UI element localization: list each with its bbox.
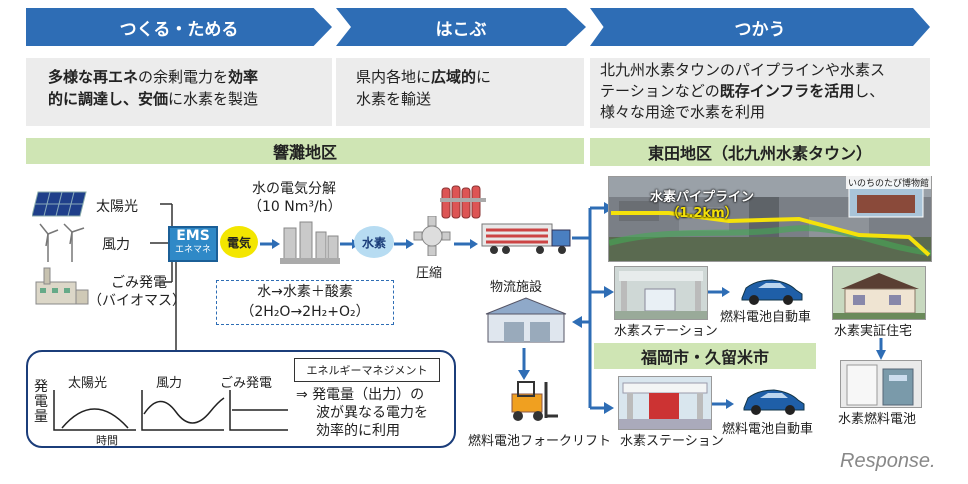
warehouse-icon	[484, 296, 568, 344]
waste-plant-icon	[34, 266, 90, 306]
ems-bottom: エネマネ	[174, 245, 211, 255]
pipeline-label: 水素パイプライン （1.2km）	[650, 190, 755, 221]
fukuoka-station-label: 水素ステーション	[620, 434, 724, 449]
area-fukuoka: 福岡市・久留米市	[594, 343, 816, 369]
h2-station-photo	[614, 266, 708, 320]
stage-make-label: つくる・ためる	[119, 19, 239, 40]
demo-house-label: 水素実証住宅	[834, 324, 913, 339]
museum-label: いのちのたび博物館	[846, 176, 932, 189]
demo-house-photo	[832, 266, 926, 320]
source-wind: 風力	[102, 237, 130, 253]
fuelcell-photo	[840, 360, 922, 408]
forklift-label: 燃料電池フォークリフト	[468, 434, 612, 449]
source-solar: 太陽光	[96, 199, 138, 215]
reaction-box: 水→水素＋酸素 （2H₂O→2H₂+O₂）	[216, 280, 394, 325]
stage-carry: はこぶ	[336, 8, 586, 46]
stage-use-label: つかう	[734, 19, 786, 40]
arrow-4	[454, 236, 478, 255]
watermark-logo: Response.	[840, 450, 936, 472]
logistics-label: 物流施設	[490, 280, 543, 295]
desc-use: 北九州水素タウンのパイプラインや水素ス テーションなどの既存インフラを活用し、 …	[590, 58, 930, 128]
electrolysis-title: 水の電気分解	[252, 181, 336, 197]
fukuoka-station-photo	[618, 376, 712, 430]
area-hibiki: 響灘地区	[26, 138, 584, 164]
stage-use: つかう	[590, 8, 930, 46]
fcv-label: 燃料電池自動車	[720, 310, 812, 325]
ems-xlabel: 時間	[96, 434, 118, 447]
ems-top: EMS	[176, 228, 210, 244]
h2-station-label: 水素ステーション	[614, 324, 718, 339]
ems-title-box: エネルギーマネジメント	[294, 358, 440, 382]
ems-note: ⇒ 発電量（出力）の 波が異なる電力を 効率的に利用	[296, 387, 428, 439]
ems-wind-label: 風力	[156, 376, 183, 391]
desc-make: 多様な再エネの余剰電力を効率 的に調達し、安価に水素を製造	[26, 58, 332, 126]
arrow-station-fcv	[708, 284, 730, 303]
ems-box: EMS エネマネ	[168, 226, 218, 262]
reaction-formula: （2H₂O→2H₂+O₂）	[240, 304, 370, 320]
cylinder-bundle-icon	[440, 184, 488, 220]
electrolysis-capacity: （10 Nm³/h）	[248, 199, 342, 215]
ems-waveforms	[53, 390, 288, 431]
arrow-house-fuelcell	[874, 338, 888, 364]
trailer-truck-icon	[480, 220, 572, 256]
electricity-ball: 電気	[220, 226, 258, 258]
fukuoka-fcv-car-icon	[740, 386, 806, 416]
ems-waste-label: ごみ発電	[220, 376, 273, 391]
arrow-1	[260, 236, 280, 255]
solar-panel-icon	[32, 190, 88, 218]
forklift-icon	[498, 380, 558, 424]
compressor-icon	[412, 215, 452, 257]
area-higashida: 東田地区（北九州水素タウン）	[590, 138, 930, 166]
ems-ylabel: 発電量	[34, 379, 48, 425]
stage-carry-label: はこぶ	[435, 19, 487, 40]
reaction-text: 水→水素＋酸素	[257, 284, 353, 300]
hydrogen-ball: 水素	[354, 226, 394, 258]
ems-panel	[26, 350, 456, 448]
arrow-fukuoka-fcv	[712, 396, 734, 415]
wind-turbine-icon	[34, 222, 88, 262]
electrolyzer-icon	[280, 214, 340, 264]
ems-solar-label: 太陽光	[68, 376, 108, 391]
fukuoka-fcv-label: 燃料電池自動車	[722, 422, 814, 437]
compression-label: 圧縮	[416, 266, 443, 281]
stage-make: つくる・ためる	[26, 8, 332, 46]
fcv-car-icon	[738, 276, 804, 306]
desc-carry: 県内各地に広域的に 水素を輸送	[336, 58, 584, 126]
arrow-3	[394, 236, 414, 255]
fuelcell-label: 水素燃料電池	[838, 412, 917, 427]
source-waste: ごみ発電 （バイオマス）	[88, 275, 186, 309]
